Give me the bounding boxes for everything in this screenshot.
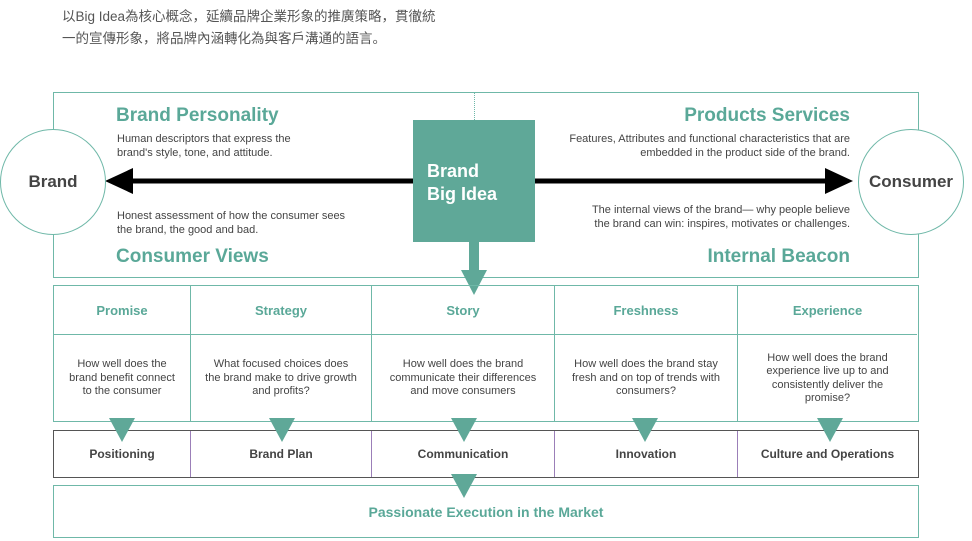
pillar-title: Story (372, 286, 554, 335)
arrow-communication-down (451, 474, 477, 498)
internal-beacon-text: The internal views of the brand— why peo… (591, 204, 850, 230)
outcome-brand-plan: Brand Plan (191, 431, 372, 477)
pillar-question: How well does the brand communicate thei… (389, 358, 537, 398)
brand-big-idea-box: Brand Big Idea (413, 120, 535, 242)
pillar-title: Freshness (555, 286, 737, 335)
consumer-circle: Consumer (858, 129, 964, 235)
big-idea-line-2: Big Idea (427, 184, 498, 204)
arrow-promise-down (109, 418, 135, 442)
arrow-head-right (825, 168, 853, 194)
pillar-experience: Experience How well does the brand exper… (738, 286, 917, 421)
big-idea-down-arrow-head (461, 270, 487, 295)
arrow-head-left (105, 168, 133, 194)
products-services-text: Features, Attributes and functional char… (569, 133, 850, 159)
arrow-freshness-down (632, 418, 658, 442)
pillar-title: Promise (54, 286, 190, 335)
arrow-story-down (451, 418, 477, 442)
brand-circle: Brand (0, 129, 106, 235)
pillar-strategy: Strategy What focused choices does the b… (191, 286, 372, 421)
pillar-promise: Promise How well does the brand benefit … (54, 286, 191, 421)
pillar-title: Experience (738, 286, 917, 335)
brand-personality-title: Brand Personality (116, 105, 279, 126)
pillar-question: What focused choices does the brand make… (205, 358, 357, 398)
pillar-question: How well does the brand experience live … (766, 351, 889, 405)
arrow-strategy-down (269, 418, 295, 442)
big-idea-down-arrow-stem (469, 242, 479, 272)
center-dotted-line (474, 92, 475, 120)
internal-beacon-title: Internal Beacon (707, 246, 850, 267)
brand-personality-text: Human descriptors that express the brand… (117, 133, 291, 159)
outcome-communication: Communication (372, 431, 555, 477)
passionate-execution-box: Passionate Execution in the Market (53, 485, 919, 538)
consumer-views-title: Consumer Views (116, 246, 269, 267)
pillar-freshness: Freshness How well does the brand stay f… (555, 286, 738, 421)
arrow-experience-down (817, 418, 843, 442)
outcome-culture-operations: Culture and Operations (760, 447, 895, 461)
pillar-question: How well does the brand benefit connect … (69, 358, 175, 398)
intro-line-2: 一的宣傳形象，將品牌內涵轉化為與客戶溝通的語言。 (62, 31, 386, 46)
outcome-innovation: Innovation (555, 431, 738, 477)
intro-text: 以Big Idea為核心概念，延續品牌企業形象的推廣策略，貫徹統 一的宣傳形象，… (62, 6, 492, 50)
pillar-title: Strategy (191, 286, 371, 335)
outcomes-row: Positioning Brand Plan Communication Inn… (53, 430, 919, 478)
pillar-story: Story How well does the brand communicat… (372, 286, 555, 421)
big-idea-line-1: Brand (427, 161, 480, 181)
consumer-views-text: Honest assessment of how the consumer se… (117, 210, 346, 236)
pillars-grid: Promise How well does the brand benefit … (53, 285, 919, 422)
products-services-title: Products Services (684, 105, 850, 126)
intro-line-1: 以Big Idea為核心概念，延續品牌企業形象的推廣策略，貫徹統 (62, 9, 436, 24)
outcome-positioning: Positioning (54, 431, 191, 477)
pillar-question: How well does the brand stay fresh and o… (572, 358, 720, 398)
